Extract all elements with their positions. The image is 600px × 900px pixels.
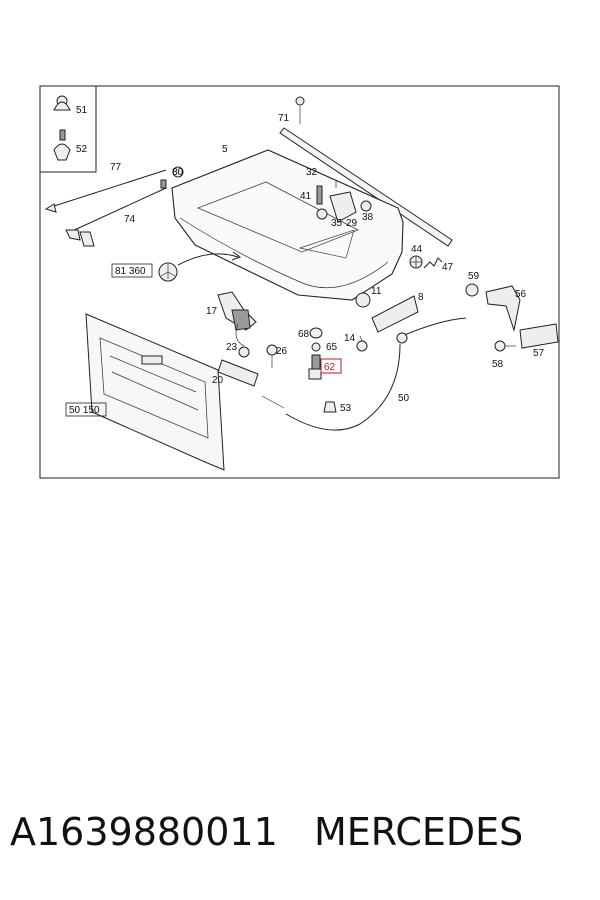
support-rods bbox=[44, 166, 184, 247]
spring-47 bbox=[423, 257, 443, 269]
brand-name: MERCEDES bbox=[314, 810, 524, 854]
callout-58: 58 bbox=[492, 359, 504, 370]
callout-26: 26 bbox=[276, 346, 288, 357]
highlight-box-62 bbox=[320, 358, 342, 374]
ref-81360: 81 360 bbox=[115, 266, 146, 277]
callout-57: 57 bbox=[533, 348, 545, 359]
emblem-icon bbox=[158, 251, 242, 282]
callout-14: 14 bbox=[344, 333, 356, 344]
inset-box bbox=[40, 86, 97, 173]
plate-57 bbox=[519, 323, 559, 349]
callout-56: 56 bbox=[515, 289, 527, 300]
callout-59: 59 bbox=[468, 271, 480, 282]
callout-52: 52 bbox=[76, 144, 88, 155]
part-caption: A1639880011 MERCEDES bbox=[10, 804, 590, 860]
callout-23: 23 bbox=[226, 342, 238, 353]
callout-32: 32 bbox=[306, 167, 318, 178]
callout-51: 51 bbox=[76, 105, 88, 116]
callout-74: 74 bbox=[124, 214, 136, 225]
radiator-grille bbox=[85, 313, 225, 471]
lock-part-62 bbox=[308, 354, 322, 380]
callout-41: 41 bbox=[300, 191, 312, 202]
release-cable-50 bbox=[285, 317, 467, 431]
clip-51-icon bbox=[53, 95, 71, 111]
handle-56 bbox=[465, 283, 521, 332]
callout-77: 77 bbox=[110, 162, 122, 173]
callout-29: 29 bbox=[346, 218, 358, 229]
callout-8: 8 bbox=[418, 292, 424, 303]
hinge-bracket-8 bbox=[355, 292, 419, 352]
ref-50150: 50 150 bbox=[69, 405, 100, 416]
callout-11: 11 bbox=[371, 286, 382, 297]
buffer-68 bbox=[309, 327, 323, 339]
latch-assembly bbox=[316, 180, 372, 223]
seal-strip-71 bbox=[279, 96, 453, 247]
callout-71: 71 bbox=[278, 113, 290, 124]
callout-50: 50 bbox=[398, 393, 410, 404]
diagram-frame bbox=[39, 85, 560, 479]
callout-65: 65 bbox=[326, 342, 338, 353]
callout-17: 17 bbox=[206, 306, 218, 317]
ref-box-81360 bbox=[111, 263, 153, 278]
part-number: A1639880011 bbox=[10, 810, 278, 854]
callout-62-highlighted: 62 bbox=[324, 362, 336, 373]
bump-53 bbox=[323, 401, 337, 413]
callout-47: 47 bbox=[442, 262, 454, 273]
bracket-20 bbox=[217, 344, 285, 409]
callout-80: 80 bbox=[172, 167, 184, 178]
bolt-58 bbox=[494, 340, 516, 352]
ref-box-50150 bbox=[65, 402, 107, 417]
callout-5: 5 bbox=[222, 144, 228, 155]
bonnet-5 bbox=[171, 149, 404, 301]
callout-68: 68 bbox=[298, 329, 310, 340]
callout-44: 44 bbox=[411, 244, 423, 255]
knob-44 bbox=[409, 255, 423, 269]
washer-65 bbox=[311, 342, 321, 352]
callout-35: 35 bbox=[331, 218, 343, 229]
callout-20: 20 bbox=[212, 375, 224, 386]
hinge-17 bbox=[217, 291, 257, 347]
callout-53: 53 bbox=[340, 403, 352, 414]
callout-38: 38 bbox=[362, 212, 374, 223]
clip-52-icon bbox=[53, 129, 71, 161]
